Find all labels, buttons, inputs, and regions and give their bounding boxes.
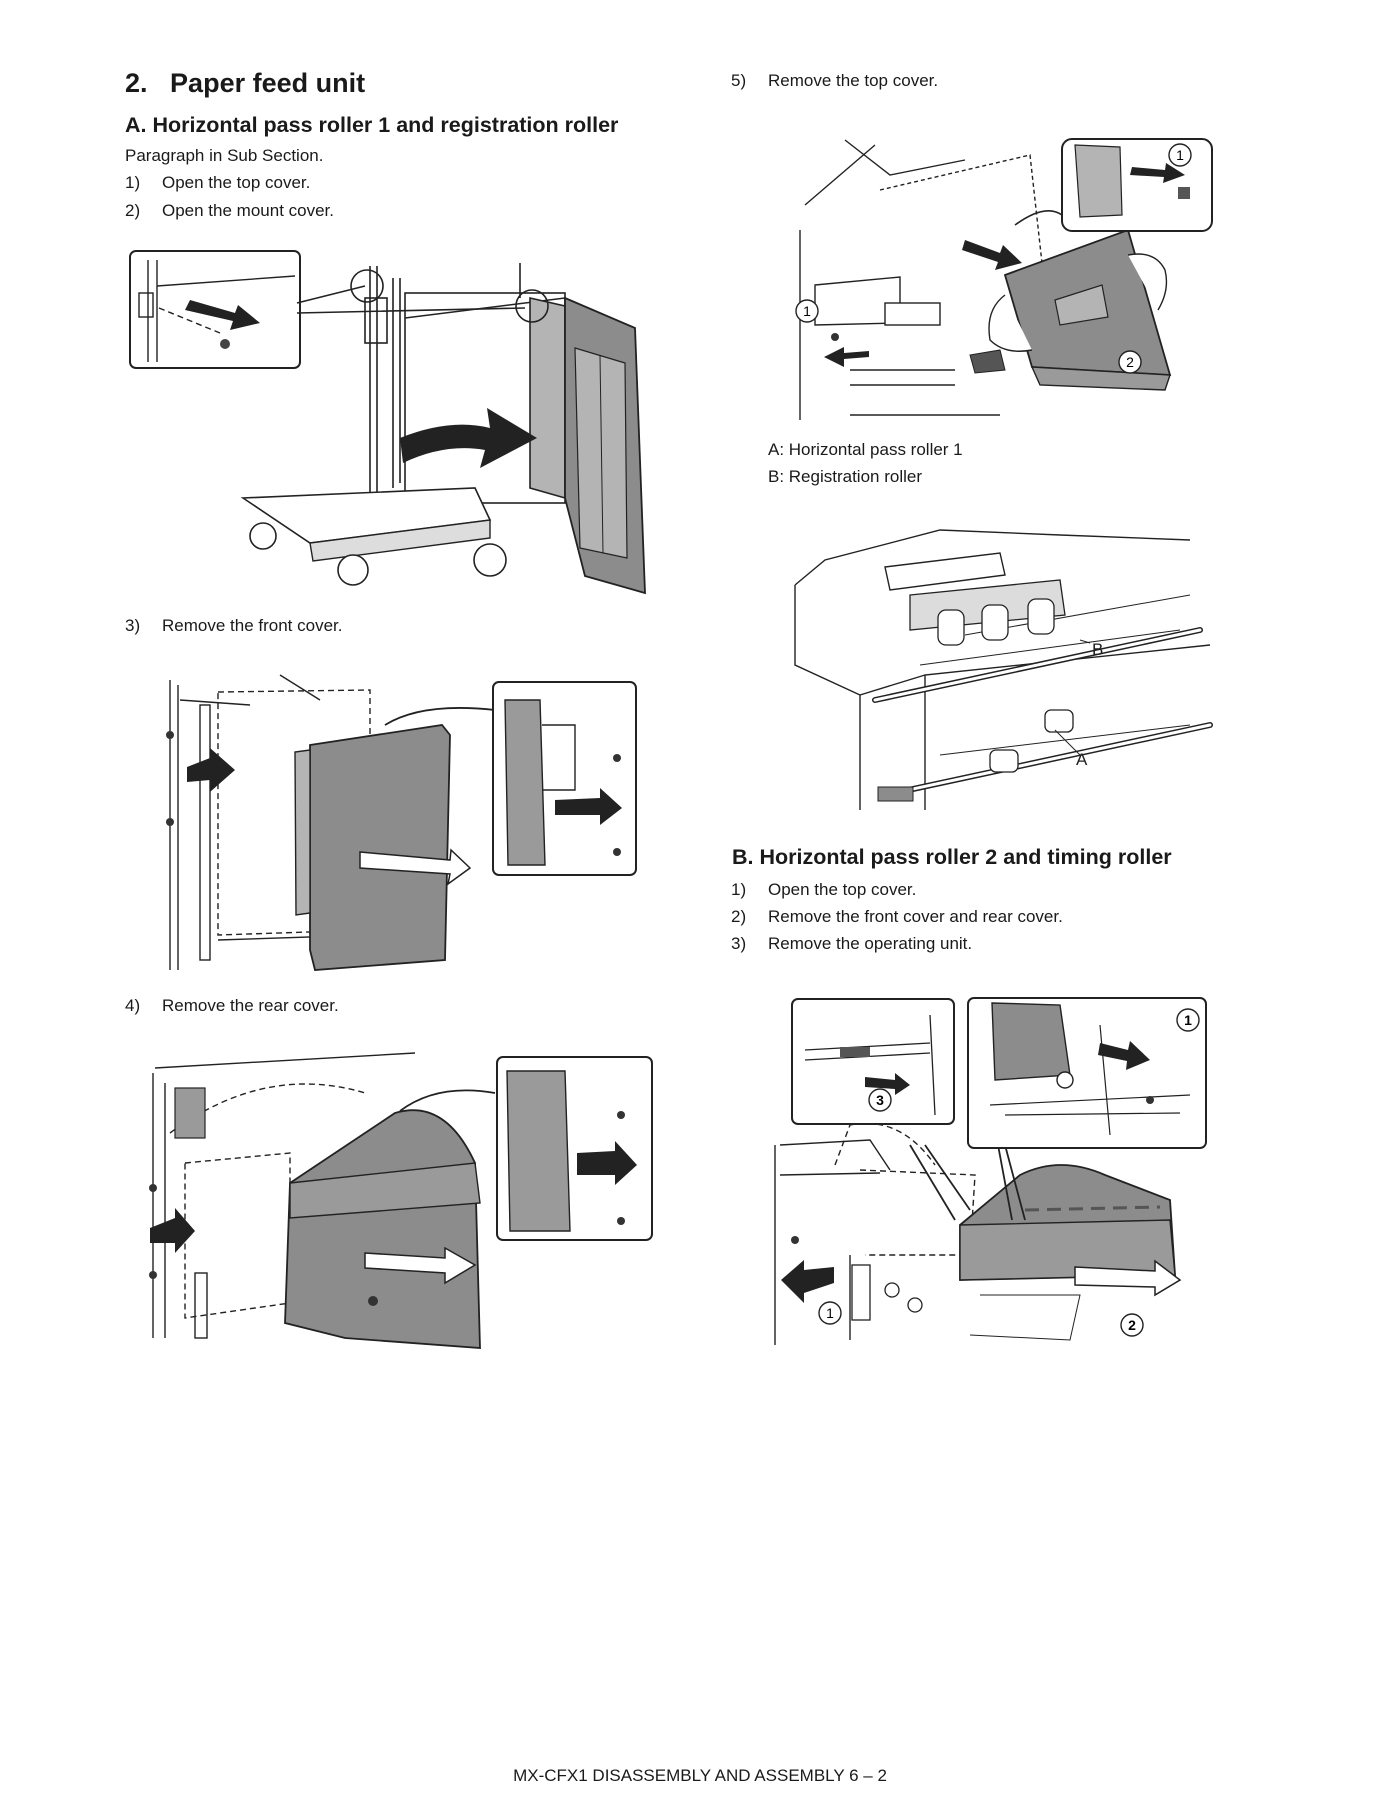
callout-2: 2: [1126, 354, 1134, 370]
step-text: Remove the top cover.: [768, 71, 939, 90]
legend-a: A: Horizontal pass roller 1: [768, 440, 963, 459]
callout-1: 1: [1184, 1012, 1192, 1028]
step-b2: 2) Remove the front cover and rear cover.: [731, 907, 1063, 927]
callout-2: 2: [1128, 1317, 1136, 1333]
step-number: 3): [731, 934, 747, 953]
step-text: Remove the front cover and rear cover.: [768, 907, 1063, 926]
roller-label-a: A: [1076, 750, 1088, 769]
section-heading: 2. Paper feed unit: [125, 68, 365, 99]
figure-open-mount-cover: [129, 250, 646, 595]
callout-1: 1: [826, 1305, 834, 1321]
callout-1: 1: [803, 303, 811, 319]
step-text: Open the top cover.: [768, 880, 917, 899]
step-a2: 2) Open the mount cover.: [125, 201, 334, 221]
step-a5: 5) Remove the top cover.: [731, 71, 938, 91]
subsection-b-title: B. Horizontal pass roller 2 and timing r…: [732, 845, 1172, 869]
figure-remove-operating-unit: 1 3 1 2: [774, 997, 1207, 1345]
step-text: Open the mount cover.: [162, 201, 334, 220]
step-b1: 1) Open the top cover.: [731, 880, 916, 900]
figure-remove-rear-cover: [149, 1052, 653, 1349]
step-text: Remove the front cover.: [162, 616, 343, 635]
subsection-paragraph: Paragraph in Sub Section.: [125, 146, 324, 165]
section-number: 2.: [125, 68, 148, 98]
page-footer: MX-CFX1 DISASSEMBLY AND ASSEMBLY 6 – 2: [513, 1766, 887, 1785]
step-number: 2): [125, 201, 141, 220]
step-a1: 1) Open the top cover.: [125, 173, 310, 193]
step-number: 5): [731, 71, 747, 90]
section-title: Paper feed unit: [170, 68, 366, 98]
step-a4: 4) Remove the rear cover.: [125, 996, 339, 1016]
legend-b: B: Registration roller: [768, 467, 923, 486]
step-text: Remove the rear cover.: [162, 996, 339, 1015]
step-number: 4): [125, 996, 141, 1015]
step-text: Open the top cover.: [162, 173, 311, 192]
step-number: 1): [731, 880, 747, 899]
step-b3: 3) Remove the operating unit.: [731, 934, 972, 954]
figure-roller-locations: B A: [794, 529, 1213, 810]
step-number: 3): [125, 616, 141, 635]
step-number: 1): [125, 173, 141, 192]
step-text: Remove the operating unit.: [768, 934, 973, 953]
figure-remove-front-cover: [166, 674, 637, 971]
figure-remove-top-cover: 1 1 2: [795, 138, 1213, 420]
callout-1: 1: [1176, 147, 1184, 163]
subsection-a-title: A. Horizontal pass roller 1 and registra…: [125, 113, 619, 137]
step-a3: 3) Remove the front cover.: [125, 616, 342, 636]
roller-label-b: B: [1092, 640, 1103, 659]
callout-3: 3: [876, 1092, 884, 1108]
step-number: 2): [731, 907, 747, 926]
